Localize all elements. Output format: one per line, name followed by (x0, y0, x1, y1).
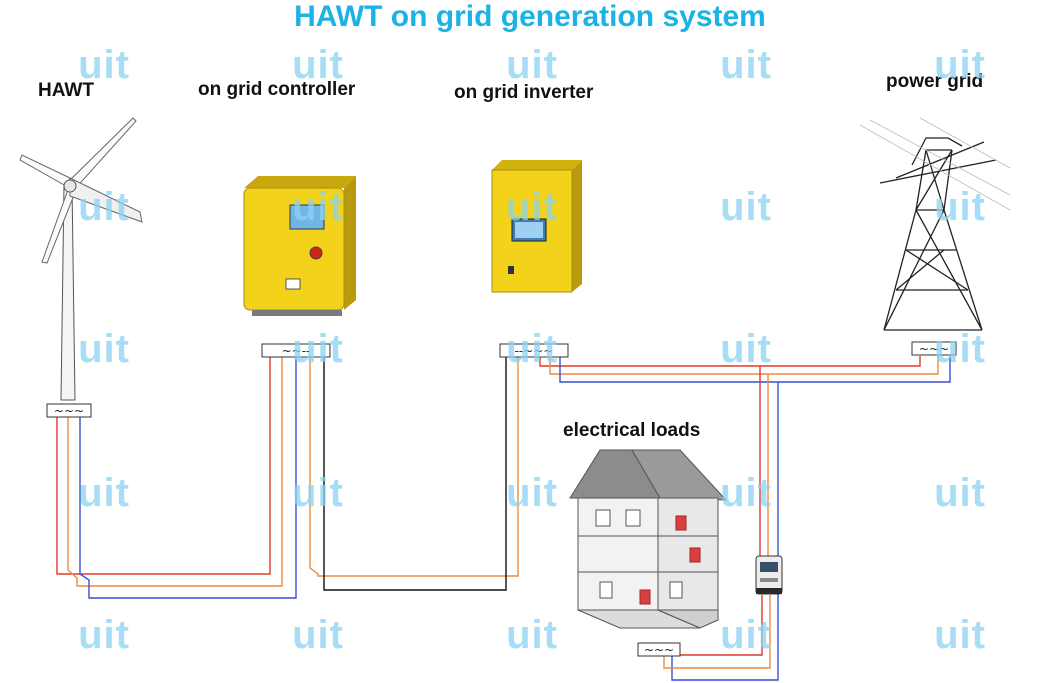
terminal-symbols: --~~~ (515, 344, 554, 358)
watermark-logo: uit (292, 471, 344, 515)
watermark-logo: uit (506, 43, 558, 87)
watermarks: uit uit uit uit uit uit uit uit uit uit … (78, 43, 986, 657)
terminal-block-hawt: ~~~ (46, 403, 92, 418)
inverter-device-icon (491, 160, 582, 293)
terminal-symbols: ~~-- (282, 344, 311, 358)
wire-dc-black (323, 356, 507, 591)
watermark-logo: uit (934, 327, 986, 371)
wire-ac-red (539, 356, 921, 367)
house-loads-icon (569, 449, 728, 629)
page-title: HAWT on grid generation system (294, 0, 766, 33)
hawt-turbine-icon (19, 117, 143, 401)
watermark-logo: uit (78, 613, 130, 657)
wire-hawt-blue (79, 356, 297, 599)
watermark-logo: uit (78, 43, 130, 87)
watermark-logo: uit (934, 185, 986, 229)
watermark-logo: uit (78, 327, 130, 371)
wire-dc-orange (309, 356, 519, 577)
watermark-logo: uit (720, 327, 772, 371)
wire-hawt-red (56, 356, 271, 575)
watermark-logo: uit (506, 327, 558, 371)
watermark-logo: uit (506, 471, 558, 515)
energy-meter-icon (755, 555, 783, 595)
watermark-logo: uit (720, 613, 772, 657)
power-lines (859, 117, 1011, 211)
terminal-symbols: ~~~ (54, 404, 84, 418)
watermark-logo: uit (934, 613, 986, 657)
watermark-logo: uit (292, 43, 344, 87)
terminal-block-loads: ~~~ (637, 642, 681, 657)
watermark-logo: uit (720, 185, 772, 229)
wiring (56, 356, 951, 681)
controller-device-icon (243, 176, 356, 316)
watermark-logo: uit (934, 43, 986, 87)
watermark-logo: uit (720, 471, 772, 515)
wire-ac-orange (549, 356, 939, 375)
inverter-label: on grid inverter (454, 82, 594, 103)
wire-ac-blue (559, 356, 951, 383)
watermark-logo: uit (720, 43, 772, 87)
watermark-logo: uit (934, 471, 986, 515)
watermark-logo: uit (506, 613, 558, 657)
watermark-logo: uit (78, 471, 130, 515)
controller-label: on grid controller (198, 79, 356, 100)
watermark-logo: uit (78, 185, 130, 229)
electrical-loads-label: electrical loads (563, 420, 701, 441)
power-grid-tower-icon (879, 137, 997, 331)
watermark-logo: uit (506, 185, 558, 229)
watermark-logo: uit (292, 185, 344, 229)
power-grid-label: power grid (886, 71, 984, 92)
wire-hawt-orange (67, 356, 283, 587)
watermark-logo: uit (292, 327, 344, 371)
terminal-symbols: ~~~ (644, 643, 674, 657)
watermark-logo: uit (292, 613, 344, 657)
wire-meter-orange (663, 595, 771, 669)
terminal-block-controller: ~~-- (261, 343, 331, 358)
terminal-block-grid: ~~~ (911, 341, 957, 356)
terminal-symbols: ~~~ (919, 342, 949, 356)
terminal-block-inverter: --~~~ (499, 343, 569, 358)
hawt-label: HAWT (38, 80, 94, 101)
